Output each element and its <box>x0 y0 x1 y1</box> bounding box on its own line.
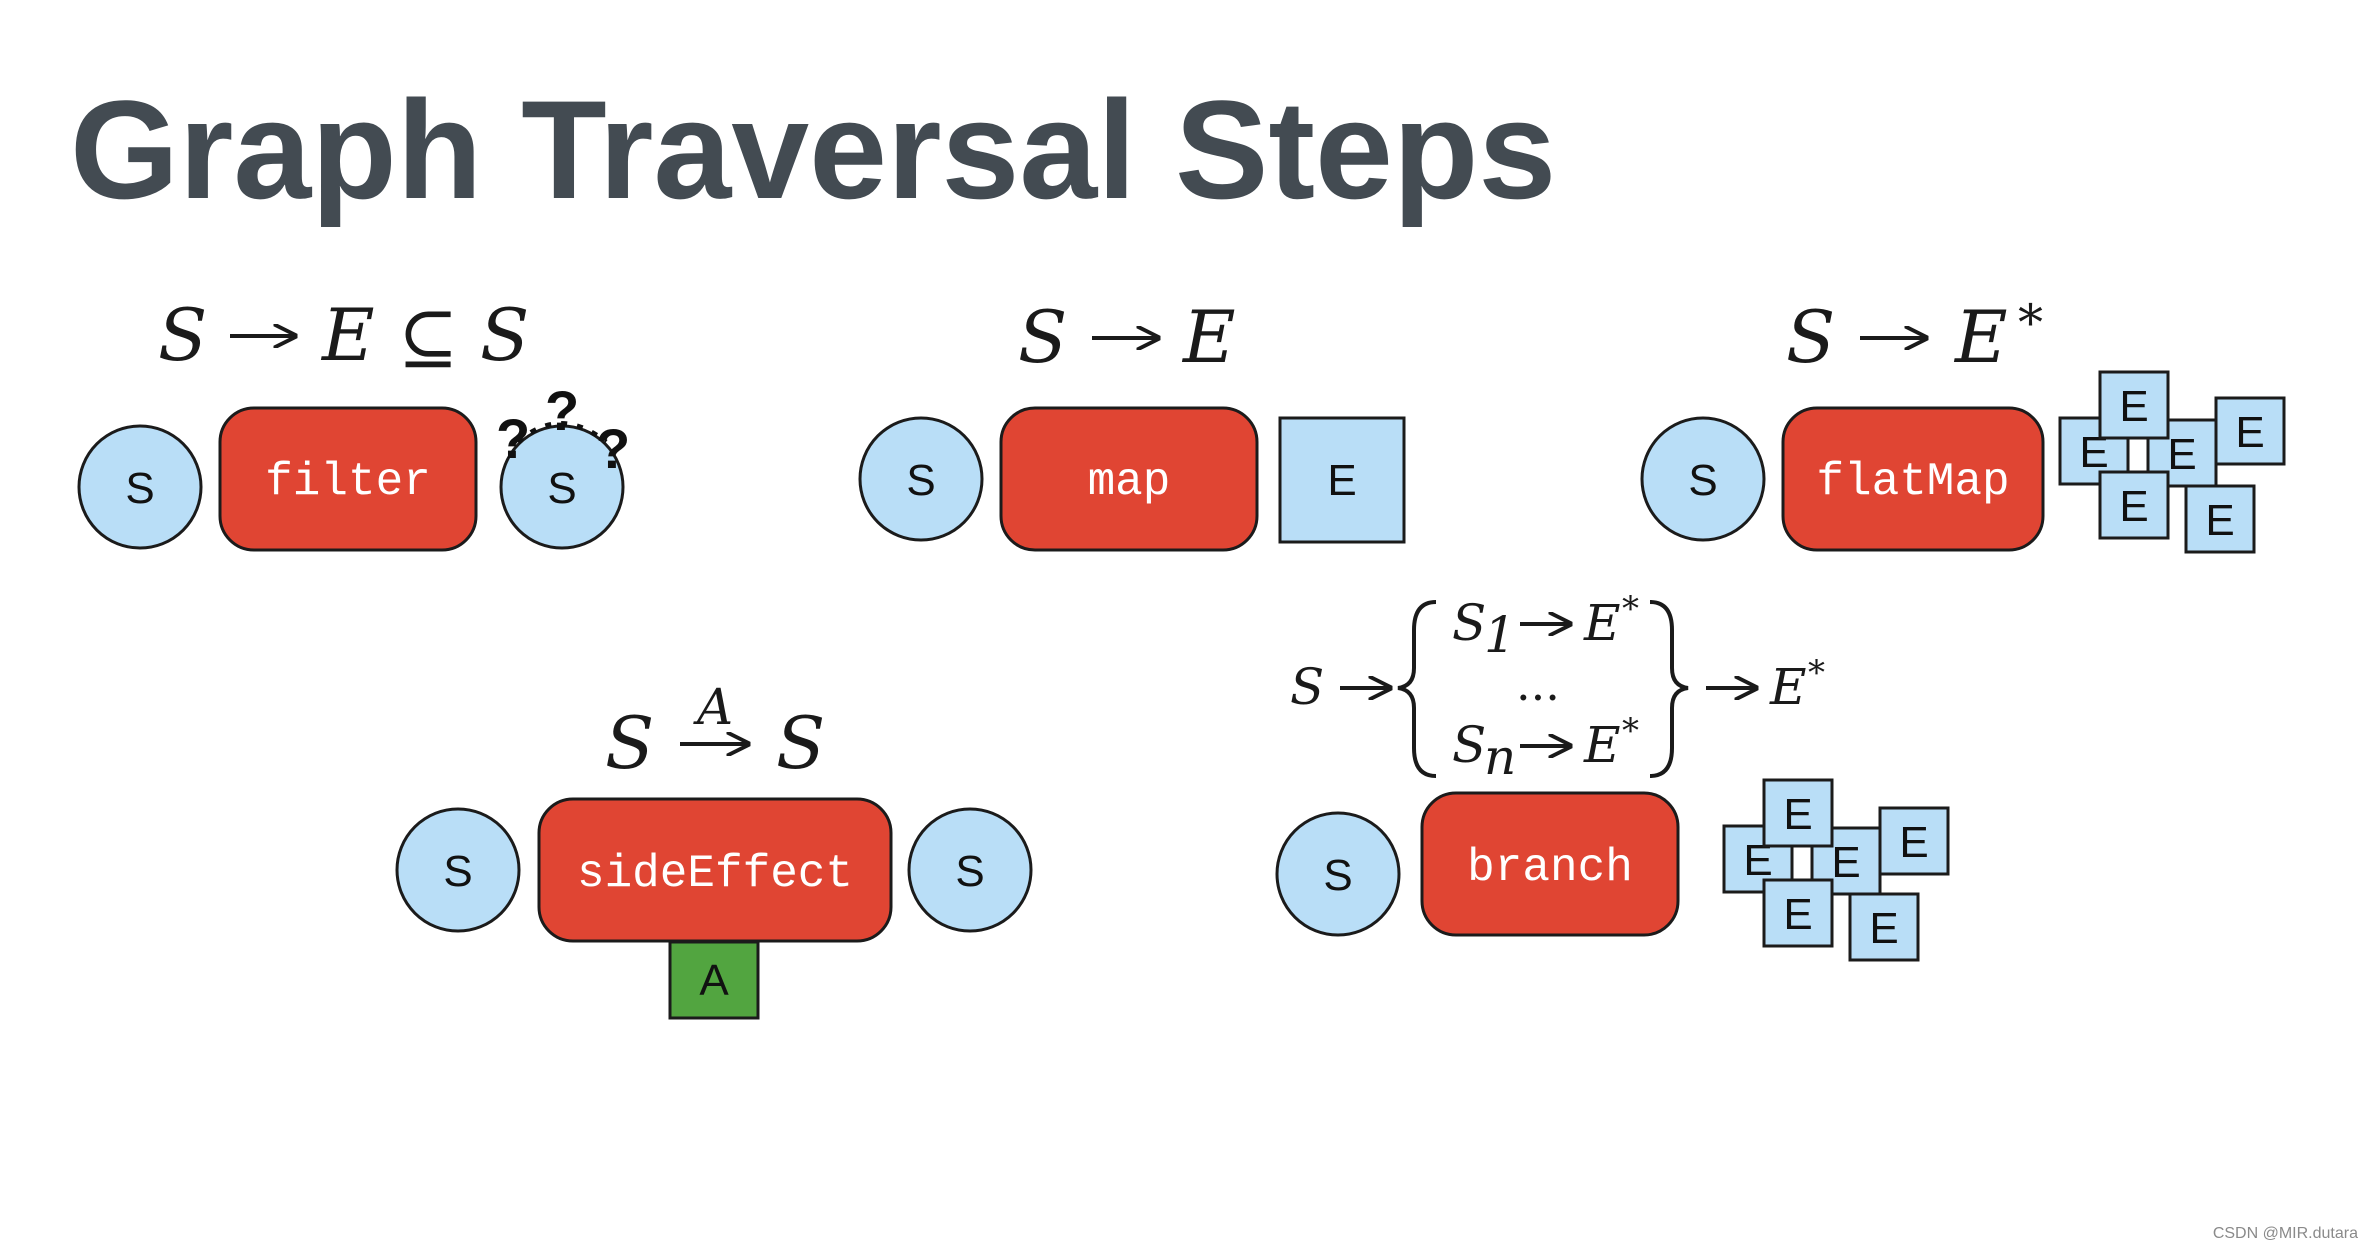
branch-output-box-label: E <box>1783 790 1812 839</box>
sideeffect-formula: S A S <box>605 678 825 785</box>
flatmap-step-label: flatMap <box>1816 456 2009 508</box>
filter-formula-output: E <box>320 293 375 377</box>
flatmap-output-box-label: E <box>2119 482 2148 531</box>
branch-formula-row1-star: * <box>1622 589 1639 629</box>
sideeffect-formula-input: S <box>605 701 654 785</box>
flatmap-output-box-label: E <box>2167 430 2196 479</box>
branch-output-box-label: E <box>1899 818 1928 867</box>
branch-step-label: branch <box>1467 842 1633 894</box>
flatmap-input-node <box>1640 416 1766 542</box>
sideeffect-action-box <box>668 940 760 1020</box>
filter-step-box <box>218 406 478 552</box>
branch-formula-input: S <box>1290 658 1324 716</box>
map-formula: S E <box>1018 295 1236 379</box>
sideeffect-step-box <box>537 797 893 943</box>
filter-qmark-right: ? <box>596 417 630 480</box>
flatmap-formula-input: S <box>1786 295 1835 379</box>
filter-formula-subset: ⊆ <box>398 295 458 379</box>
branch-left-brace <box>1397 600 1437 778</box>
branch-formula-rown-sub: n <box>1484 728 1516 786</box>
filter-input-label: S <box>125 464 154 513</box>
branch-output-box <box>1762 778 1834 848</box>
filter-dotted-arc <box>516 421 608 444</box>
branch-output-box-label: E <box>1831 838 1860 887</box>
branch-input-label: S <box>1323 851 1352 900</box>
branch-formula-result-star: * <box>1808 653 1825 693</box>
branch-output-box <box>1878 806 1950 876</box>
branch-formula-rown-e: E <box>1583 716 1621 774</box>
branch-formula-result-e: E <box>1769 658 1807 716</box>
flatmap-output-box-label: E <box>2119 382 2148 431</box>
map-formula-input: S <box>1018 295 1067 379</box>
branch-output-box-label: E <box>1869 904 1898 953</box>
branch-output-box <box>1762 878 1834 948</box>
map-input-label: S <box>906 456 935 505</box>
sideeffect-step-group: S A S S A sideEffect S <box>395 678 1033 1020</box>
branch-output-pile: E E E E E E <box>1722 778 1950 962</box>
filter-formula-input: S <box>158 293 207 377</box>
flatmap-output-box-label: E <box>2205 496 2234 545</box>
page-title: Graph Traversal Steps <box>70 71 1556 228</box>
flatmap-output-box <box>2184 484 2256 554</box>
flatmap-output-box <box>2098 370 2170 440</box>
flatmap-step-group: S E * S flatMap E E E E E E <box>1640 294 2286 554</box>
sideeffect-formula-action: A <box>693 678 733 736</box>
watermark: CSDN @MIR.dutara <box>2213 1225 2358 1242</box>
flatmap-formula-star: * <box>2018 294 2043 352</box>
filter-qmark-top: ? <box>545 379 579 442</box>
sideeffect-step-label: sideEffect <box>577 848 853 900</box>
branch-formula-row1-sub: 1 <box>1484 606 1516 664</box>
sideeffect-output-node <box>907 807 1033 933</box>
branch-input-node <box>1275 811 1401 937</box>
flatmap-input-label: S <box>1688 456 1717 505</box>
branch-formula-rown-star: * <box>1622 711 1639 751</box>
filter-formula: S E ⊆ S <box>158 293 529 379</box>
branch-formula-row1-s: S <box>1452 594 1486 652</box>
branch-formula-rown-s: S <box>1452 716 1486 774</box>
branch-step-box <box>1420 791 1680 937</box>
branch-formula: S S 1 E * ... S n E * E * <box>1290 589 1825 786</box>
branch-formula-row1-e: E <box>1583 594 1621 652</box>
branch-step-group: S S 1 E * ... S n E * E * S branch E E <box>1275 589 1950 962</box>
filter-output-label: S <box>547 464 576 513</box>
branch-formula-dots: ... <box>1516 657 1560 711</box>
branch-output-box <box>1848 892 1920 962</box>
map-formula-output: E <box>1181 295 1236 379</box>
filter-formula-set: S <box>480 293 529 377</box>
flatmap-output-box <box>2098 470 2170 540</box>
map-input-node <box>858 416 984 542</box>
branch-right-brace <box>1649 600 1689 778</box>
sideeffect-input-label: S <box>443 847 472 896</box>
filter-qmark-left: ? <box>496 407 530 470</box>
filter-step-group: S E ⊆ S S filter S ? ? ? <box>77 293 630 552</box>
filter-step-label: filter <box>265 456 431 508</box>
sideeffect-input-node <box>395 807 521 933</box>
map-output-label: E <box>1327 456 1356 505</box>
sideeffect-formula-output: S <box>776 701 825 785</box>
sideeffect-output-label: S <box>955 847 984 896</box>
flatmap-output-box-label: E <box>2235 408 2264 457</box>
flatmap-formula-output: E <box>1953 295 2008 379</box>
map-step-group: S E S map E <box>858 295 1406 552</box>
flatmap-output-pile: E E E E E E <box>2058 370 2286 554</box>
flatmap-output-box <box>2214 396 2286 466</box>
sideeffect-action-label: A <box>699 956 729 1005</box>
map-step-label: map <box>1088 456 1171 508</box>
map-output-box <box>1278 416 1406 544</box>
map-step-box <box>999 406 1259 552</box>
branch-output-box-label: E <box>1783 890 1812 939</box>
filter-input-node <box>77 424 203 550</box>
flatmap-formula: S E * <box>1786 294 2043 379</box>
flatmap-step-box <box>1781 406 2045 552</box>
